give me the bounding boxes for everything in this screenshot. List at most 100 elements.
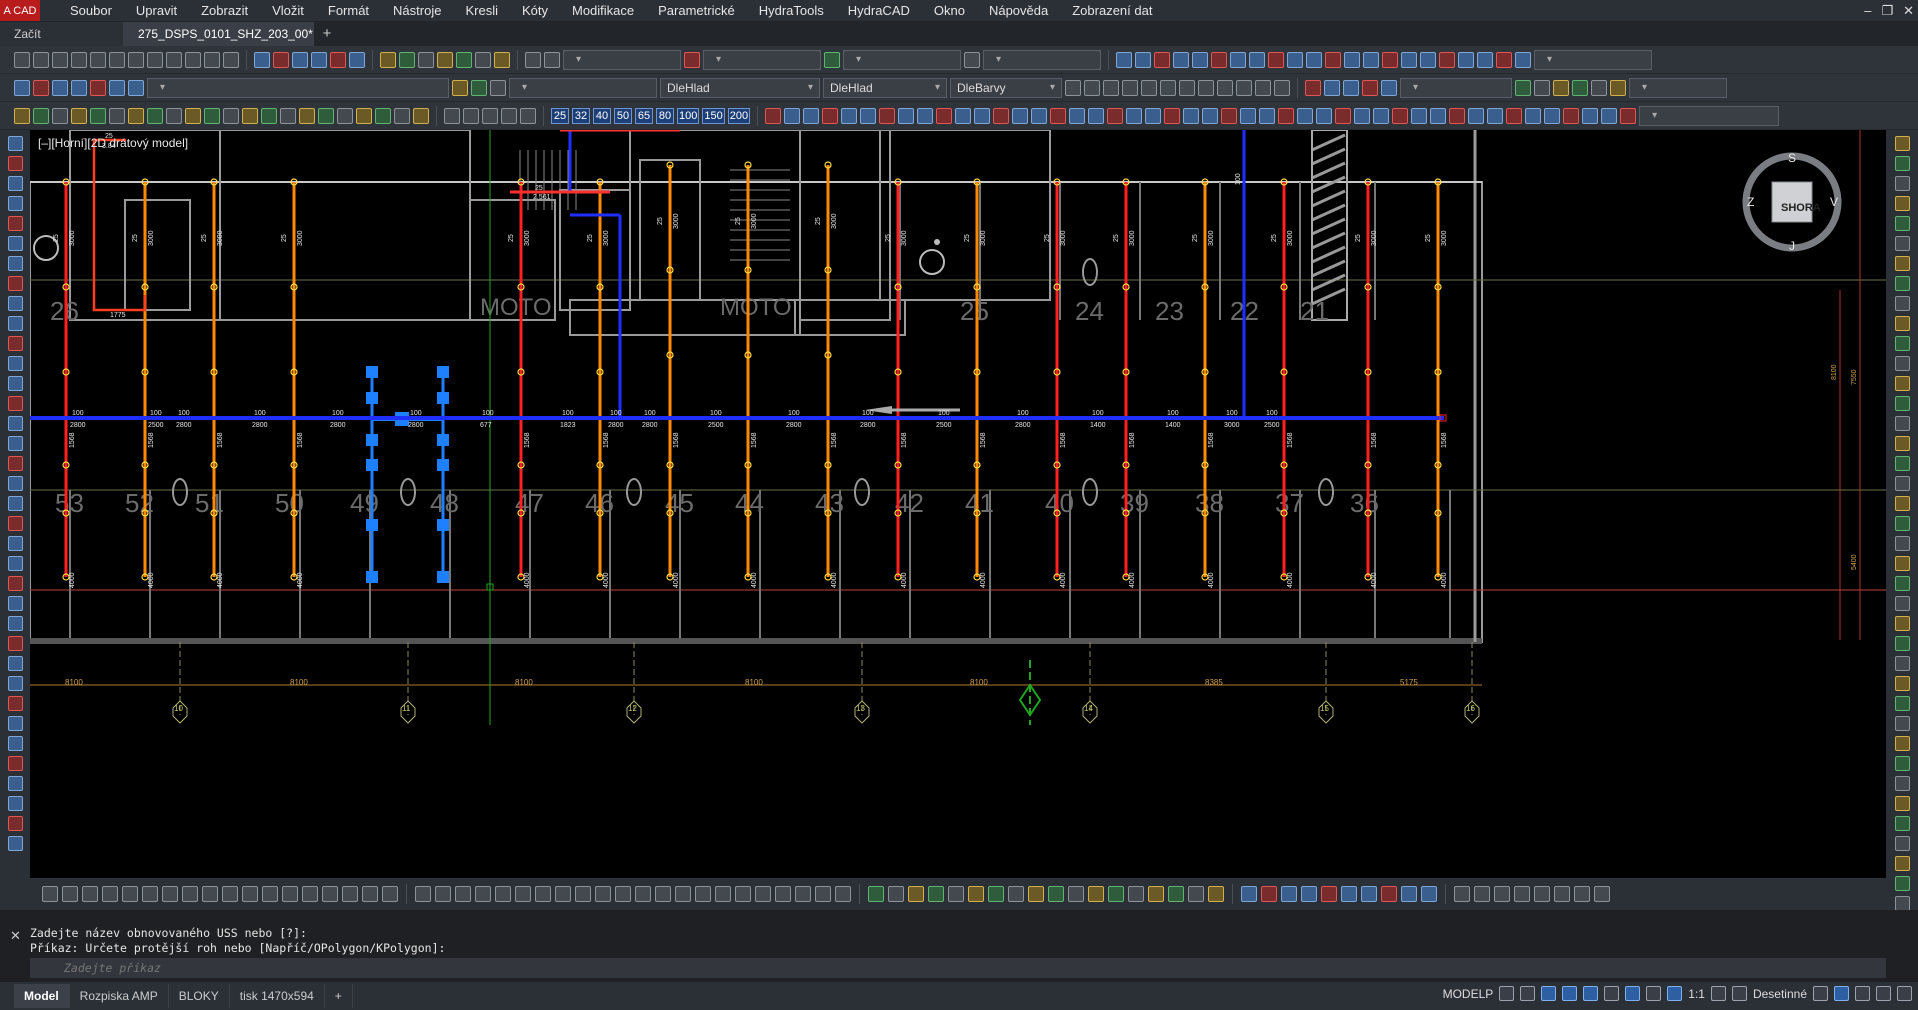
modify-tool-icon[interactable] [1894, 656, 1910, 671]
modify-tool-icon[interactable] [1894, 536, 1910, 551]
sprinkler-pipe-l[interactable] [92, 138, 147, 312]
modify-tool-icon[interactable] [1894, 836, 1910, 851]
column[interactable] [1318, 478, 1334, 506]
hydracad-edit-icon[interactable] [1107, 107, 1124, 124]
hydra-report-icon[interactable] [835, 886, 851, 902]
sprinkler-head[interactable] [894, 368, 902, 376]
hydracad-pipe-icon[interactable] [501, 107, 517, 124]
draw-tool-icon[interactable] [7, 256, 23, 271]
crosshair-box[interactable] [486, 583, 494, 591]
sprinkler-head[interactable] [973, 509, 981, 517]
minimize-button[interactable]: – [1864, 3, 1872, 18]
hydra-report-icon[interactable] [695, 886, 711, 902]
hydracad-edit-icon[interactable] [1411, 107, 1428, 124]
dimension-tool-icon[interactable] [1458, 51, 1474, 68]
dimension-tool-icon[interactable] [1211, 51, 1227, 68]
hydra-misc-icon[interactable] [1534, 886, 1550, 902]
file-tool-icon[interactable] [128, 51, 144, 68]
menu-item[interactable]: Formát [327, 3, 370, 18]
sprinkler-head[interactable] [824, 351, 832, 359]
sprinkler-head[interactable] [62, 509, 70, 517]
draw-tool-icon[interactable] [7, 516, 23, 531]
sprinkler-head[interactable] [596, 368, 604, 376]
dimension-tool-icon[interactable] [1192, 51, 1208, 68]
sprinkler-head-blue[interactable] [437, 571, 449, 583]
file-tool-icon[interactable] [223, 51, 239, 68]
sprinkler-head[interactable] [1053, 573, 1061, 581]
hydra-calc-icon[interactable] [382, 886, 398, 902]
hydracad-edit-icon[interactable] [1259, 107, 1276, 124]
file-tool-icon[interactable] [90, 51, 106, 68]
sprinkler-head[interactable] [973, 283, 981, 291]
hydra-calc-icon[interactable] [322, 886, 338, 902]
dimension-tool-icon[interactable] [1401, 51, 1417, 68]
hydra-misc-icon[interactable] [1574, 886, 1590, 902]
column[interactable] [854, 478, 870, 506]
ortho-icon[interactable] [1541, 986, 1557, 1001]
dim-style-select[interactable] [703, 49, 821, 70]
column[interactable] [626, 478, 642, 506]
hydra-calc-icon[interactable] [162, 886, 178, 902]
modify-tool-icon[interactable] [1894, 396, 1910, 411]
annotation-scale[interactable]: 1:1 [1688, 986, 1705, 1001]
sprinkler-head[interactable] [596, 509, 604, 517]
sprinkler-head[interactable] [1364, 509, 1372, 517]
sprinkler-head[interactable] [290, 283, 298, 291]
sprinkler-head[interactable] [1053, 461, 1061, 469]
hydra-calc-icon[interactable] [302, 886, 318, 902]
sprinkler-head[interactable] [824, 509, 832, 517]
sprinkler-head[interactable] [517, 573, 525, 581]
sprinkler-head[interactable] [666, 509, 674, 517]
ramp-hatch[interactable] [1311, 273, 1346, 292]
viewcube-face[interactable] [1771, 181, 1813, 223]
sprinkler-head[interactable] [1280, 461, 1288, 469]
draw-tool-icon[interactable] [7, 296, 23, 311]
sprinkler-head[interactable] [1280, 573, 1288, 581]
menu-item[interactable]: HydraCAD [847, 3, 910, 18]
sprinkler-head[interactable] [141, 368, 149, 376]
layout-tab[interactable]: Model [14, 984, 70, 1008]
hydracad-tool-icon[interactable] [33, 107, 49, 124]
sprinkler-head[interactable] [744, 266, 752, 274]
hydracad-edit-icon[interactable] [1582, 107, 1599, 124]
file-tool-icon[interactable] [166, 51, 182, 68]
draw-tool-icon[interactable] [7, 796, 23, 811]
hydracad-edit-icon[interactable] [898, 107, 915, 124]
sprinkler-head[interactable] [517, 461, 525, 469]
lineweight-select[interactable]: DleHlad [823, 77, 947, 98]
pipe-size-button[interactable]: 32 [572, 107, 590, 124]
hydracad-edit-icon[interactable] [1012, 107, 1029, 124]
sprinkler-head[interactable] [210, 509, 218, 517]
hydra-calc-icon[interactable] [82, 886, 98, 902]
sprinkler-head[interactable] [973, 573, 981, 581]
menu-item[interactable]: Nápověda [988, 3, 1049, 18]
hydra-layer-icon[interactable] [1084, 79, 1100, 96]
file-tool-icon[interactable] [185, 51, 201, 68]
hydracad-edit-icon[interactable] [1088, 107, 1105, 124]
sprinkler-head[interactable] [1201, 283, 1209, 291]
snap-icon[interactable] [1520, 986, 1536, 1001]
sprinkler-head[interactable] [596, 461, 604, 469]
ramp-hatch[interactable] [1311, 203, 1346, 222]
hydra-misc-icon[interactable] [1454, 886, 1470, 902]
hydra-report-icon[interactable] [675, 886, 691, 902]
sprinkler-head[interactable] [744, 351, 752, 359]
sprinkler-head[interactable] [824, 266, 832, 274]
modify-tool-icon[interactable] [1894, 196, 1910, 211]
hydra-report-icon[interactable] [535, 886, 551, 902]
flow-arrow[interactable] [865, 406, 892, 414]
sprinkler-head[interactable] [1280, 509, 1288, 517]
hydra-report-icon[interactable] [575, 886, 591, 902]
grid-bubble[interactable] [626, 700, 642, 724]
dimension-tool-icon[interactable] [1135, 51, 1151, 68]
hydracad-tool-icon[interactable] [204, 107, 220, 124]
annotation-icon[interactable] [1667, 986, 1683, 1001]
modify-tool-icon[interactable] [1894, 716, 1910, 731]
draw-tool-icon[interactable] [7, 416, 23, 431]
draw-tool-icon[interactable] [7, 616, 23, 631]
hydracad-edit-icon[interactable] [936, 107, 953, 124]
draw-tool-icon[interactable] [7, 776, 23, 791]
hydra-report-icon[interactable] [795, 886, 811, 902]
menu-item[interactable]: Zobrazit [201, 3, 249, 18]
hydra-layer-icon[interactable] [1198, 79, 1214, 96]
